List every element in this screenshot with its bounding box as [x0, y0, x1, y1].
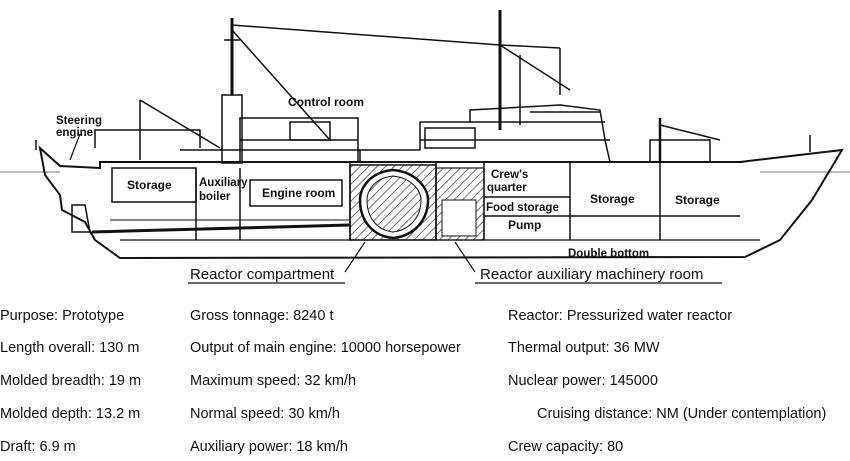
rudder [71, 204, 91, 233]
spec-molded-breadth: Molded breadth: 19 m [0, 373, 142, 389]
label-food-storage: Food storage [486, 202, 559, 214]
spec-reactor-type: Reactor: Pressurized water reactor [508, 308, 733, 324]
ship-cross-section-diagram: Steering engine Control room Storage Aux… [0, 10, 850, 284]
propeller-shaft [91, 223, 351, 234]
label-engine-room: Engine room [262, 186, 335, 200]
label-reactor-aux-machinery-room: Reactor auxiliary machinery room [480, 266, 703, 283]
label-auxiliary-boiler: Auxiliary boiler [199, 177, 251, 203]
label-double-bottom: Double bottom [568, 248, 649, 260]
spec-normal-speed: Normal speed: 30 km/h [190, 406, 340, 422]
spec-molded-depth: Molded depth: 13.2 m [0, 406, 141, 422]
leader-lines [69, 133, 722, 284]
label-control-room: Control room [288, 95, 364, 109]
hull-outline [38, 145, 844, 260]
label-pump: Pump [508, 218, 541, 232]
spec-main-engine-output: Output of main engine: 10000 horsepower [190, 340, 461, 356]
spec-purpose: Purpose: Prototype [0, 308, 125, 324]
spec-nuclear-power: Nuclear power: 145000 [508, 373, 658, 389]
spec-gross-tonnage: Gross tonnage: 8240 t [190, 308, 334, 324]
label-storage-mid: Storage [590, 192, 635, 206]
label-crews-quarter: Crew's quarter [487, 169, 531, 194]
label-storage-aft: Storage [127, 178, 172, 192]
label-reactor-compartment: Reactor compartment [190, 266, 335, 283]
spec-crew-capacity: Crew capacity: 80 [508, 439, 624, 455]
label-storage-fore: Storage [675, 193, 720, 207]
spec-thermal-output: Thermal output: 36 MW [508, 340, 660, 356]
spec-maximum-speed: Maximum speed: 32 km/h [190, 373, 357, 389]
label-steering-engine: Steering engine [56, 115, 105, 139]
spec-length-overall: Length overall: 130 m [0, 340, 140, 356]
spec-cruising-distance: Cruising distance: NM (Under contemplati… [537, 406, 827, 422]
superstructure [35, 10, 811, 164]
specifications-table: Purpose: Prototype Length overall: 130 m… [0, 296, 850, 461]
spec-draft: Draft: 6.9 m [0, 439, 76, 455]
spec-auxiliary-power: Auxiliary power: 18 km/h [190, 439, 348, 455]
